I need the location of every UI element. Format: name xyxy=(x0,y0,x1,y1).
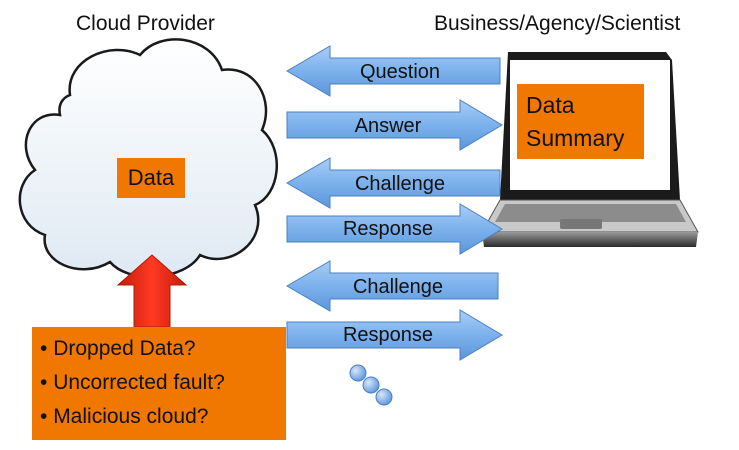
arrow-question xyxy=(286,45,501,97)
summary-line-1: Data xyxy=(526,92,575,118)
arrow-response-1 xyxy=(286,203,503,255)
arrow-label-question: Question xyxy=(359,61,441,83)
arrow-response-2 xyxy=(286,309,503,361)
arrow-challenge-1 xyxy=(286,157,501,209)
arrow-answer xyxy=(286,99,503,151)
continuation-dot xyxy=(362,376,380,394)
arrow-label-challenge-2: Challenge xyxy=(352,276,444,298)
arrow-label-response-1: Response xyxy=(342,218,434,240)
issue-item: • Uncorrected fault? xyxy=(40,371,225,394)
issue-item: • Dropped Data? xyxy=(40,337,196,360)
arrow-label-response-2: Response xyxy=(342,324,434,346)
data-summary-box: Data Summary xyxy=(517,84,644,159)
issue-item: • Malicious cloud? xyxy=(40,405,209,428)
issue-text: Dropped Data? xyxy=(53,337,196,360)
issue-text: Malicious cloud? xyxy=(53,405,209,428)
issue-text: Uncorrected fault? xyxy=(53,371,225,394)
continuation-dot xyxy=(349,364,367,382)
client-title: Business/Agency/Scientist xyxy=(434,12,681,35)
summary-line-2: Summary xyxy=(526,125,625,151)
arrow-label-challenge-1: Challenge xyxy=(354,173,446,195)
issues-box: • Dropped Data? • Uncorrected fault? • M… xyxy=(32,327,286,440)
arrow-label-answer: Answer xyxy=(354,115,422,137)
arrow-challenge-2 xyxy=(286,260,499,312)
red-up-arrow xyxy=(116,254,188,328)
cloud-provider-title: Cloud Provider xyxy=(76,12,215,35)
data-box: Data xyxy=(117,158,185,198)
continuation-dot xyxy=(375,388,393,406)
